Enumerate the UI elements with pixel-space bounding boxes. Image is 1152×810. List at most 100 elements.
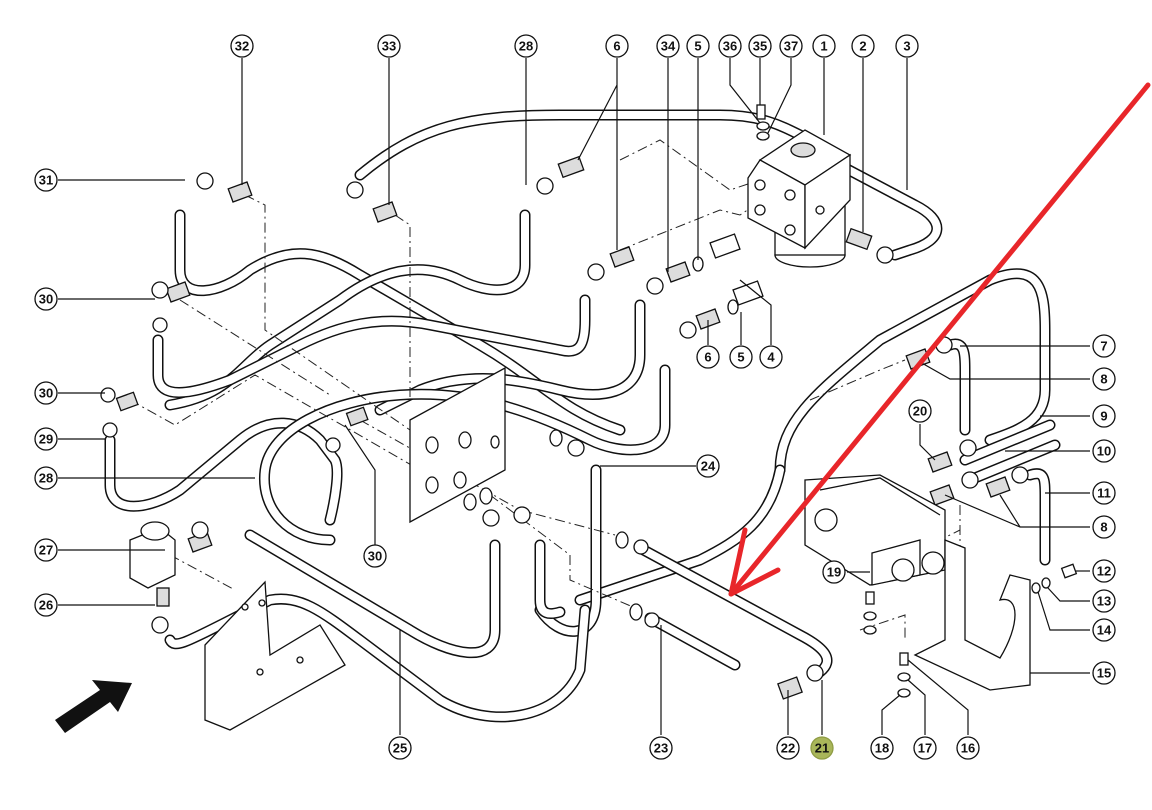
- svg-text:33: 33: [382, 39, 396, 54]
- svg-text:1: 1: [820, 39, 827, 54]
- svg-text:18: 18: [875, 741, 889, 756]
- adapters: [115, 155, 1078, 700]
- callout-35[interactable]: 35: [748, 34, 772, 58]
- callout-31[interactable]: 31: [34, 168, 58, 192]
- callout-33[interactable]: 33: [377, 34, 401, 58]
- callout-30[interactable]: 30: [34, 287, 58, 311]
- steering-unit: [747, 129, 852, 268]
- callout-16[interactable]: 16: [956, 736, 980, 760]
- callout-3[interactable]: 3: [895, 34, 919, 58]
- svg-text:30: 30: [39, 386, 53, 401]
- callout-20[interactable]: 20: [908, 399, 932, 423]
- svg-text:11: 11: [1097, 486, 1111, 501]
- svg-text:30: 30: [39, 292, 53, 307]
- callout-30[interactable]: 30: [34, 381, 58, 405]
- svg-text:32: 32: [235, 39, 249, 54]
- svg-text:7: 7: [1100, 339, 1107, 354]
- svg-text:31: 31: [39, 173, 53, 188]
- svg-text:25: 25: [393, 741, 407, 756]
- svg-text:8: 8: [1100, 372, 1107, 387]
- callout-5[interactable]: 5: [686, 34, 710, 58]
- callout-25[interactable]: 25: [388, 736, 412, 760]
- bracket-left: [204, 580, 346, 731]
- svg-text:3: 3: [903, 39, 910, 54]
- svg-text:15: 15: [1097, 666, 1111, 681]
- svg-text:37: 37: [784, 39, 798, 54]
- callout-37[interactable]: 37: [779, 34, 803, 58]
- callout-18[interactable]: 18: [870, 736, 894, 760]
- svg-text:4: 4: [767, 350, 775, 365]
- hoses: [104, 109, 1061, 723]
- nuts: [100, 172, 1029, 682]
- svg-text:9: 9: [1100, 409, 1107, 424]
- valve-block: [804, 474, 946, 586]
- callout-27[interactable]: 27: [34, 538, 58, 562]
- callout-10[interactable]: 10: [1092, 439, 1116, 463]
- svg-text:30: 30: [368, 549, 382, 564]
- svg-text:16: 16: [961, 741, 975, 756]
- svg-text:24: 24: [701, 459, 716, 474]
- svg-text:12: 12: [1097, 564, 1111, 579]
- svg-text:2: 2: [859, 39, 866, 54]
- direction-arrow-icon: [55, 680, 132, 733]
- callout-19[interactable]: 19: [822, 560, 846, 584]
- callout-15[interactable]: 15: [1092, 661, 1116, 685]
- svg-text:17: 17: [918, 741, 932, 756]
- callout-28[interactable]: 28: [514, 34, 538, 58]
- callout-6[interactable]: 6: [696, 345, 720, 369]
- callout-11[interactable]: 11: [1092, 481, 1116, 505]
- callout-7[interactable]: 7: [1092, 334, 1116, 358]
- svg-text:26: 26: [39, 598, 53, 613]
- callout-12[interactable]: 12: [1092, 559, 1116, 583]
- callout-13[interactable]: 13: [1092, 589, 1116, 613]
- annotation-arrow-icon: [728, 82, 1151, 597]
- callout-2[interactable]: 2: [851, 34, 875, 58]
- parts: [100, 104, 1078, 731]
- svg-text:14: 14: [1097, 623, 1112, 638]
- svg-text:34: 34: [661, 39, 676, 54]
- callout-32[interactable]: 32: [230, 34, 254, 58]
- svg-text:22: 22: [781, 741, 795, 756]
- svg-text:28: 28: [519, 39, 533, 54]
- svg-text:35: 35: [753, 39, 767, 54]
- svg-text:28: 28: [39, 471, 53, 486]
- callout-9[interactable]: 9: [1092, 404, 1116, 428]
- callouts: 32 33 28 6 34 5 36 35 37 1 2 3 31 30 30 …: [34, 34, 1116, 760]
- callout-30[interactable]: 30: [363, 544, 387, 568]
- svg-text:23: 23: [654, 741, 668, 756]
- manifold-plate: [409, 366, 506, 524]
- svg-text:27: 27: [39, 543, 53, 558]
- callout-1[interactable]: 1: [812, 34, 836, 58]
- callout-22[interactable]: 22: [776, 736, 800, 760]
- svg-text:5: 5: [737, 350, 744, 365]
- callout-23[interactable]: 23: [649, 736, 673, 760]
- callout-5[interactable]: 5: [729, 345, 753, 369]
- hose-9-cross: [574, 464, 786, 606]
- callout-26[interactable]: 26: [34, 593, 58, 617]
- callout-34[interactable]: 34: [656, 34, 680, 58]
- callout-6[interactable]: 6: [605, 34, 629, 58]
- callout-4[interactable]: 4: [759, 345, 783, 369]
- svg-text:36: 36: [723, 39, 737, 54]
- svg-text:6: 6: [704, 350, 711, 365]
- svg-text:5: 5: [694, 39, 701, 54]
- callout-28[interactable]: 28: [34, 466, 58, 490]
- callout-14[interactable]: 14: [1092, 618, 1116, 642]
- svg-text:13: 13: [1097, 594, 1111, 609]
- svg-text:20: 20: [913, 404, 927, 419]
- svg-text:19: 19: [827, 565, 841, 580]
- callout-21-highlighted[interactable]: 21: [810, 736, 834, 760]
- callout-8[interactable]: 8: [1092, 367, 1116, 391]
- callout-8[interactable]: 8: [1092, 515, 1116, 539]
- callout-17[interactable]: 17: [913, 736, 937, 760]
- svg-text:29: 29: [39, 432, 53, 447]
- svg-text:8: 8: [1100, 520, 1107, 535]
- callout-36[interactable]: 36: [718, 34, 742, 58]
- svg-text:6: 6: [613, 39, 620, 54]
- bracket-15: [913, 539, 1031, 691]
- callout-29[interactable]: 29: [34, 427, 58, 451]
- svg-text:21: 21: [815, 741, 829, 756]
- callout-24[interactable]: 24: [696, 454, 720, 478]
